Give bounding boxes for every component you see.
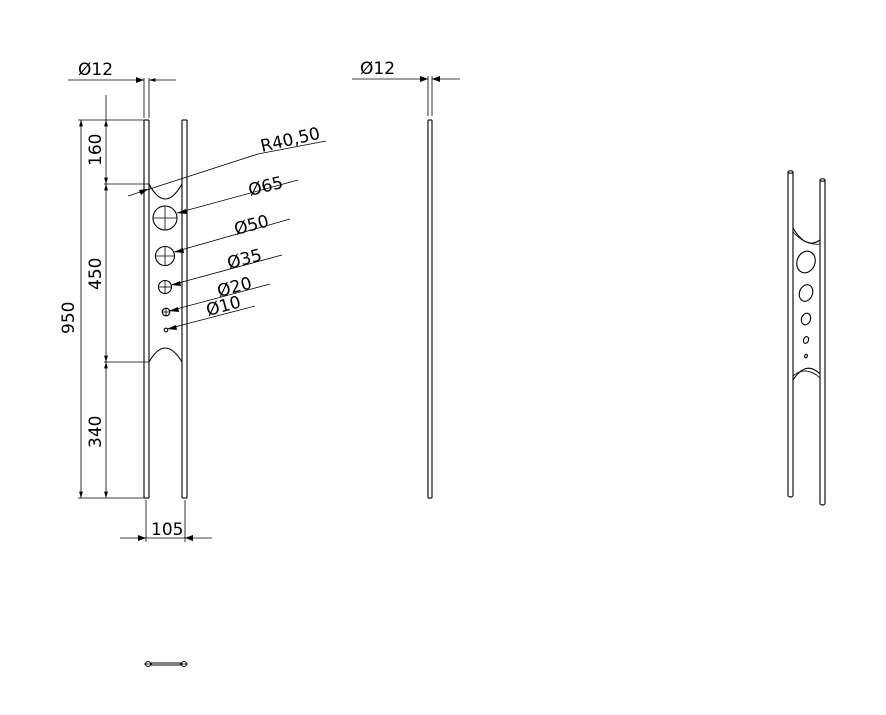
- isometric-view: [787, 170, 826, 506]
- leader-hole-50: Ø50: [173, 211, 291, 253]
- leader-hole-10-label: Ø10: [204, 292, 243, 320]
- hole-20: [161, 307, 171, 317]
- dim-top-segment-label: 160: [86, 134, 106, 166]
- dim-top-segment: 160: [86, 95, 149, 185]
- dim-diameter-top: Ø12: [68, 60, 176, 118]
- leader-radius-label: R40,50: [259, 124, 322, 157]
- top-view: [144, 660, 188, 668]
- dim-bottom-segment: 340: [86, 362, 108, 498]
- dim-side-diameter: Ø12: [352, 59, 460, 116]
- dim-overall-height: 950: [59, 119, 144, 499]
- right-rod: [181, 119, 188, 499]
- dim-middle-segment-label: 450: [86, 258, 106, 290]
- leader-hole-35-label: Ø35: [225, 245, 264, 273]
- hole-65: [152, 205, 178, 231]
- leader-radius: R40,50: [127, 124, 327, 197]
- side-view: Ø12: [352, 59, 460, 499]
- dim-side-diameter-label: Ø12: [360, 59, 395, 79]
- dim-middle-segment: 450: [86, 184, 149, 363]
- leader-hole-10: Ø10: [166, 292, 256, 330]
- hole-35: [157, 279, 173, 295]
- left-rod: [143, 119, 150, 499]
- bottom-arc-cutout: [148, 347, 183, 363]
- hole-50: [154, 245, 176, 267]
- front-view: Ø12 950 160 450 340: [59, 60, 327, 542]
- hole-10: [163, 327, 169, 333]
- leader-hole-65: Ø65: [176, 173, 299, 214]
- dim-width: 105: [120, 500, 212, 542]
- dim-width-label: 105: [151, 520, 183, 540]
- leader-hole-65-label: Ø65: [246, 173, 285, 201]
- dim-bottom-segment-label: 340: [86, 416, 106, 448]
- dim-overall-height-label: 950: [59, 302, 79, 334]
- dim-diameter-top-label: Ø12: [78, 60, 113, 80]
- leader-hole-50-label: Ø50: [232, 211, 271, 239]
- top-arc-cutout: [148, 183, 183, 200]
